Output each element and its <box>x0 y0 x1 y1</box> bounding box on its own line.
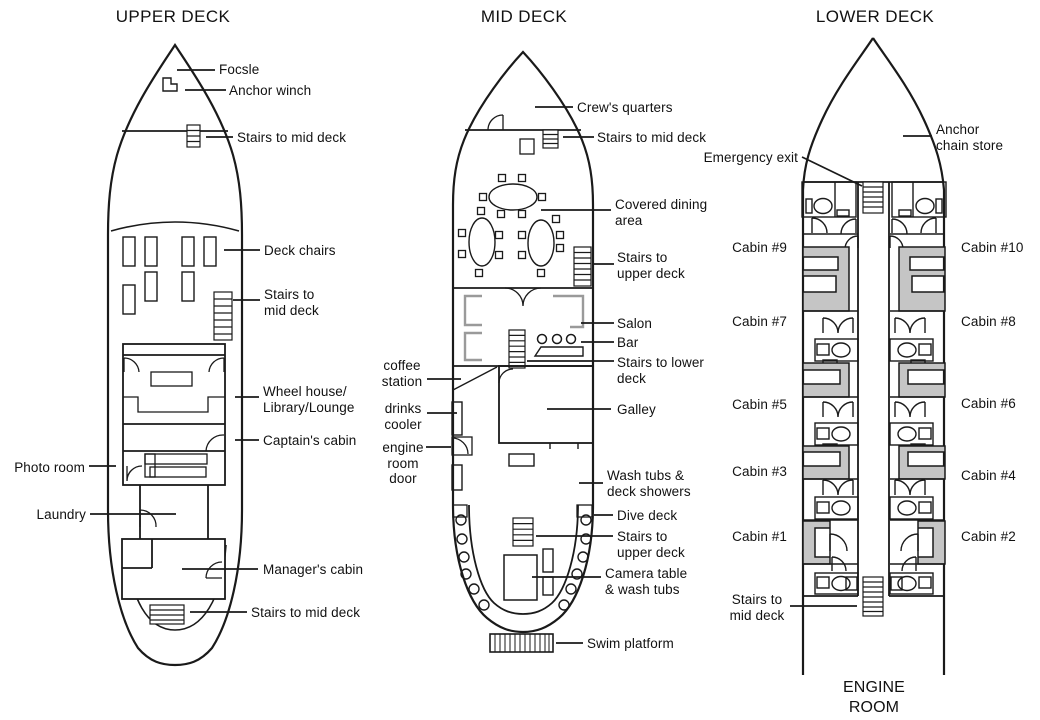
bunk-bed <box>802 445 850 480</box>
label-cabin-6: Cabin #6 <box>961 396 1016 411</box>
label-wash-tubs: Wash tubs & deck showers <box>607 468 691 499</box>
label-camera-table: Camera table & wash tubs <box>605 566 688 597</box>
dive-deck-step <box>452 504 468 518</box>
label-deck-chairs: Deck chairs <box>264 243 336 258</box>
label-wheel-house: Wheel house/ Library/Lounge <box>263 384 355 415</box>
label-galley: Galley <box>617 402 656 417</box>
upper-deck-curve <box>110 221 240 232</box>
bathroom-unit <box>801 181 859 250</box>
label-laundry: Laundry <box>36 507 86 522</box>
drinks-cooler-icon <box>451 401 463 436</box>
label-upper-stairs-stern: Stairs to mid deck <box>251 605 361 620</box>
lower-deck-drawing <box>801 37 947 675</box>
wash-tub-icon <box>508 453 535 467</box>
wheel-house-room <box>122 343 226 486</box>
label-engine-room-door: engine room door <box>382 440 424 486</box>
salon-sofas <box>463 294 585 362</box>
stairs-icon <box>512 517 534 547</box>
stairs-icon <box>149 604 185 625</box>
bunk-bed <box>802 246 850 312</box>
mid-deck-title: MID DECK <box>480 7 568 26</box>
label-coffee-station: coffee station <box>381 358 423 389</box>
swim-platform-icon <box>489 633 554 653</box>
dive-tank-icons <box>455 514 592 611</box>
label-emergency-exit: Emergency exit <box>703 150 798 165</box>
upper-deck-title: UPPER DECK <box>115 7 231 26</box>
label-managers-cabin: Manager's cabin <box>263 562 364 577</box>
stairs-icon <box>862 576 884 617</box>
label-cabin-4: Cabin #4 <box>961 468 1016 483</box>
deck-chairs-icons <box>122 236 217 315</box>
bunk-bed <box>802 362 850 398</box>
wash-tub-icon <box>542 548 554 573</box>
label-engine-room: ENGINE ROOM <box>843 679 905 716</box>
label-cabin-10: Cabin #10 <box>961 240 1024 255</box>
upper-deck-drawing <box>106 42 244 667</box>
label-stairs-lower: Stairs to lower deck <box>617 355 705 386</box>
bunk-bed <box>802 520 831 565</box>
bathroom-unit <box>814 556 859 595</box>
cabin-column <box>801 181 859 595</box>
label-upper-stairs-mid: Stairs to mid deck <box>264 287 319 318</box>
stairs-icon <box>186 124 201 148</box>
label-mid-stairs-bow: Stairs to mid deck <box>597 130 707 145</box>
label-crews-quarters: Crew's quarters <box>577 100 673 115</box>
bar-stools <box>536 333 577 345</box>
bathroom-unit <box>814 479 859 520</box>
stairs-icon <box>213 291 233 341</box>
stairs-icon <box>508 329 526 369</box>
label-anchor-chain-store: Anchor chain store <box>936 122 1004 153</box>
label-anchor-winch: Anchor winch <box>229 83 312 98</box>
lower-hull <box>801 37 946 675</box>
label-upper-stairs-bow: Stairs to mid deck <box>237 130 347 145</box>
leader-lines <box>89 69 932 644</box>
bar-counter <box>533 346 584 357</box>
door-arc-icon <box>829 533 848 552</box>
galley-room <box>498 365 594 449</box>
locker-icon <box>519 138 535 155</box>
double-door-icon <box>504 287 542 307</box>
label-salon: Salon <box>617 316 653 331</box>
label-drinks-cooler: drinks cooler <box>384 401 422 432</box>
label-cabin-5: Cabin #5 <box>732 397 787 412</box>
stairs-icon <box>542 129 559 149</box>
stairs-icon <box>862 181 884 214</box>
label-cabin-2: Cabin #2 <box>961 529 1016 544</box>
corridor-walls <box>857 182 890 596</box>
laundry-corridor <box>139 485 209 539</box>
label-captains-cabin: Captain's cabin <box>263 433 357 448</box>
door-arc-icon <box>487 114 504 131</box>
label-photo-room: Photo room <box>14 460 85 475</box>
label-covered-dining: Covered dining area <box>615 197 708 228</box>
label-cabin-9: Cabin #9 <box>732 240 787 255</box>
coffee-station-wall <box>452 366 498 391</box>
engine-room-door-icon <box>451 436 473 456</box>
label-stairs-upper-stern: Stairs to upper deck <box>617 529 685 560</box>
label-cabin-8: Cabin #8 <box>961 314 1016 329</box>
label-stairs-upper-bow: Stairs to upper deck <box>617 250 685 281</box>
bathroom-unit <box>814 401 859 450</box>
stairs-icon <box>573 246 592 287</box>
label-dive-deck: Dive deck <box>617 508 678 523</box>
label-cabin-3: Cabin #3 <box>732 464 787 479</box>
label-swim-platform: Swim platform <box>587 636 674 651</box>
lower-deck-title: LOWER DECK <box>815 7 935 26</box>
label-focsle: Focsle <box>219 62 260 77</box>
mid-deck-drawing <box>451 50 595 653</box>
bathroom-unit <box>814 317 859 366</box>
anchor-winch-icon <box>162 77 178 92</box>
label-bar: Bar <box>617 335 639 350</box>
label-cabin-1: Cabin #1 <box>732 529 787 544</box>
label-lower-stairs-stern: Stairs to mid deck <box>729 592 785 623</box>
dining-chairs <box>457 173 565 278</box>
side-locker <box>451 464 463 491</box>
photo-room-furniture <box>126 453 208 482</box>
label-cabin-7: Cabin #7 <box>732 314 787 329</box>
dive-deck-step <box>576 504 593 518</box>
dining-tables <box>468 183 555 267</box>
